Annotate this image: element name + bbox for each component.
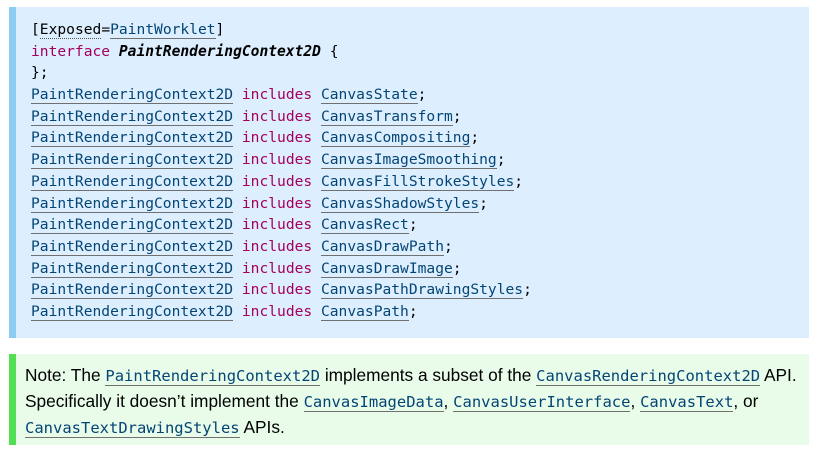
idl-includes-line: PaintRenderingContext2D includes CanvasD… [31, 236, 809, 258]
idl-includes-line: PaintRenderingContext2D includes CanvasF… [31, 171, 809, 193]
idl-semicolon: ; [417, 86, 427, 104]
note-text: , [630, 391, 641, 411]
idl-rhs-link[interactable]: CanvasPathDrawingStyles [320, 281, 524, 300]
note-link-canvas-text[interactable]: CanvasText [640, 393, 734, 412]
idl-semicolon: ; [496, 151, 506, 169]
idl-includes-keyword: includes [241, 172, 313, 190]
idl-rhs-link[interactable]: CanvasShadowStyles [320, 194, 480, 213]
idl-rhs-link[interactable]: CanvasDrawImage [320, 259, 453, 278]
idl-rhs-link[interactable]: CanvasFillStrokeStyles [320, 172, 515, 191]
idl-rhs-link[interactable]: CanvasDrawPath [320, 237, 444, 256]
idl-includes-keyword: includes [241, 194, 313, 212]
idl-includes-keyword: includes [241, 129, 313, 147]
idl-exposed-target-link[interactable]: PaintWorklet [110, 21, 216, 39]
idl-interface-keyword: interface [31, 42, 111, 60]
idl-rhs-link[interactable]: CanvasRect [320, 216, 409, 235]
idl-exposed-line: [Exposed=PaintWorklet] [31, 19, 809, 41]
idl-rhs-link[interactable]: CanvasTransform [320, 107, 453, 126]
note-link-canvas-image-data[interactable]: CanvasImageData [303, 393, 444, 412]
note-text: Note: The [25, 365, 106, 385]
idl-semicolon: ; [523, 281, 532, 299]
idl-includes-line: PaintRenderingContext2D includes CanvasS… [31, 84, 809, 106]
idl-includes-keyword: includes [241, 259, 313, 277]
idl-equals: = [101, 21, 111, 38]
idl-lhs-link[interactable]: PaintRenderingContext2D [31, 129, 234, 148]
note-link-canvas-user-interface[interactable]: CanvasUserInterface [453, 393, 631, 412]
idl-interface-name: PaintRenderingContext2D [118, 42, 321, 60]
idl-semicolon: ; [408, 302, 418, 320]
idl-brace-open: { [320, 42, 339, 60]
idl-extended-attribute[interactable]: Exposed [39, 21, 102, 39]
idl-interface-close-line: }; [31, 64, 49, 82]
idl-semicolon: ; [408, 216, 418, 234]
idl-lhs-link[interactable]: PaintRenderingContext2D [31, 151, 234, 170]
idl-includes-keyword: includes [241, 237, 313, 255]
idl-includes-line: PaintRenderingContext2D includes CanvasD… [31, 258, 809, 280]
idl-lhs-link[interactable]: PaintRenderingContext2D [31, 216, 234, 235]
note-text: , or [733, 391, 759, 411]
idl-rhs-link[interactable]: CanvasPath [320, 302, 409, 321]
idl-rhs-link[interactable]: CanvasImageSmoothing [320, 151, 497, 170]
idl-lhs-link[interactable]: PaintRenderingContext2D [31, 172, 234, 191]
idl-includes-line: PaintRenderingContext2D includes CanvasP… [31, 301, 809, 323]
note-link-canvas-rendering-context[interactable]: CanvasRenderingContext2D [536, 367, 761, 386]
idl-lhs-link[interactable]: PaintRenderingContext2D [31, 237, 234, 256]
idl-code-block: [Exposed=PaintWorklet] interface PaintRe… [9, 7, 809, 338]
note-link-canvas-text-drawing-styles[interactable]: CanvasTextDrawingStyles [25, 419, 240, 438]
note-box: Note: The PaintRenderingContext2D implem… [9, 354, 809, 445]
note-link-paint-rendering-context[interactable]: PaintRenderingContext2D [105, 367, 321, 386]
idl-includes-keyword: includes [241, 281, 313, 299]
idl-lhs-link[interactable]: PaintRenderingContext2D [31, 259, 234, 278]
idl-includes-line: PaintRenderingContext2D includes CanvasC… [31, 127, 809, 149]
idl-includes-keyword: includes [241, 216, 313, 234]
idl-includes-line: PaintRenderingContext2D includes CanvasP… [31, 279, 809, 301]
idl-bracket-close: ] [215, 21, 225, 38]
note-text: , [443, 391, 454, 411]
idl-semicolon: ; [479, 194, 488, 212]
idl-includes-line: PaintRenderingContext2D includes CanvasI… [31, 149, 809, 171]
idl-includes-line: PaintRenderingContext2D includes CanvasS… [31, 193, 809, 215]
idl-semicolon: ; [514, 172, 524, 190]
note-text: API. Specifically it doesn’t implement t… [25, 365, 797, 411]
idl-lhs-link[interactable]: PaintRenderingContext2D [31, 194, 234, 213]
idl-lhs-link[interactable]: PaintRenderingContext2D [31, 107, 234, 126]
note-text: APIs. [239, 417, 285, 437]
idl-includes-keyword: includes [241, 86, 313, 104]
idl-semicolon: ; [452, 259, 462, 277]
idl-interface-line: interface PaintRenderingContext2D { [31, 41, 809, 63]
idl-bracket-open: [ [31, 21, 40, 38]
idl-rhs-link[interactable]: CanvasCompositing [320, 129, 471, 148]
idl-includes-keyword: includes [241, 151, 313, 169]
idl-includes-keyword: includes [241, 107, 313, 125]
idl-lhs-link[interactable]: PaintRenderingContext2D [31, 281, 234, 300]
idl-semicolon: ; [444, 237, 453, 255]
idl-includes-line: PaintRenderingContext2D includes CanvasR… [31, 214, 809, 236]
idl-lhs-link[interactable]: PaintRenderingContext2D [31, 86, 234, 105]
idl-rhs-link[interactable]: CanvasState [320, 86, 418, 105]
idl-includes-line: PaintRenderingContext2D includes CanvasT… [31, 106, 809, 128]
idl-lhs-link[interactable]: PaintRenderingContext2D [31, 302, 234, 321]
note-text: implements a subset of the [320, 365, 537, 385]
idl-semicolon: ; [470, 129, 480, 147]
idl-semicolon: ; [452, 107, 462, 125]
idl-includes-list: PaintRenderingContext2D includes CanvasS… [31, 84, 809, 323]
idl-includes-keyword: includes [241, 302, 313, 320]
